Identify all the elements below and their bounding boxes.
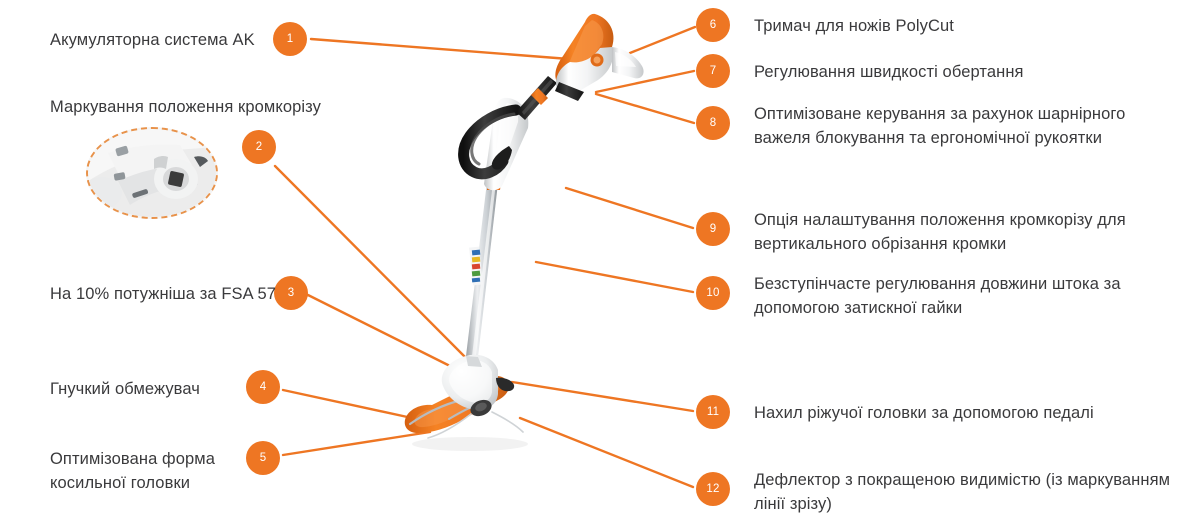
- callout-label-8: Оптимізоване керування за рахунок шарнір…: [754, 105, 1126, 147]
- connector-7: [594, 69, 696, 94]
- callout-label-3: На 10% потужніша за FSA 57: [50, 285, 277, 303]
- connector-4: [281, 388, 414, 420]
- connector-1: [309, 37, 584, 62]
- callout-badge-1[interactable]: 1: [273, 22, 307, 56]
- product-illustration: [404, 13, 644, 451]
- connector-11: [510, 380, 695, 413]
- callout-badge-2[interactable]: 2: [242, 130, 276, 164]
- callout-label-10: Безступінчасте регулювання довжини штока…: [754, 275, 1121, 317]
- cutting-head: [404, 354, 524, 439]
- edge-cut-marking-inset-photo: [86, 127, 218, 219]
- callout-label-1: Акумуляторна система AK: [50, 31, 255, 49]
- callout-badge-7[interactable]: 7: [696, 54, 730, 88]
- callout-badge-9[interactable]: 9: [696, 212, 730, 246]
- callout-badge-3[interactable]: 3: [274, 276, 308, 310]
- callout-badge-6[interactable]: 6: [696, 8, 730, 42]
- callout-badge-11[interactable]: 11: [696, 395, 730, 429]
- callout-label-2: Маркування положення кромкорізу: [50, 98, 322, 116]
- battery-head: [555, 13, 644, 101]
- connector-2: [273, 164, 472, 364]
- callout-badge-10[interactable]: 10: [696, 276, 730, 310]
- connector-12: [518, 416, 695, 489]
- connector-5: [281, 430, 432, 457]
- callout-label-6: Тримач для ножів PolyCut: [754, 17, 954, 35]
- callout-badge-5[interactable]: 5: [246, 441, 280, 475]
- connector-lines: [273, 25, 697, 489]
- callout-label-9: Опція налаштування положення кромкорізу …: [754, 211, 1126, 253]
- connector-8: [594, 92, 696, 125]
- callout-label-11: Нахил ріжучої головки за допомогою педал…: [754, 404, 1094, 422]
- callout-badge-4[interactable]: 4: [246, 370, 280, 404]
- callout-badge-8[interactable]: 8: [696, 106, 730, 140]
- inset-photo-graphic: [88, 129, 216, 217]
- callout-label-7: Регулювання швидкості обертання: [754, 63, 1024, 81]
- callout-label-5: Оптимізована форма косильної головки: [50, 450, 215, 492]
- callout-badge-12[interactable]: 12: [696, 472, 730, 506]
- connector-9: [564, 186, 695, 230]
- connector-6: [628, 25, 697, 55]
- callout-label-12: Дефлектор з покращеною видимістю (із мар…: [754, 471, 1171, 513]
- shaft-sticker: [469, 246, 483, 286]
- callout-label-4: Гнучкий обмежувач: [50, 380, 200, 398]
- connector-3: [306, 293, 464, 374]
- connector-10: [534, 260, 695, 294]
